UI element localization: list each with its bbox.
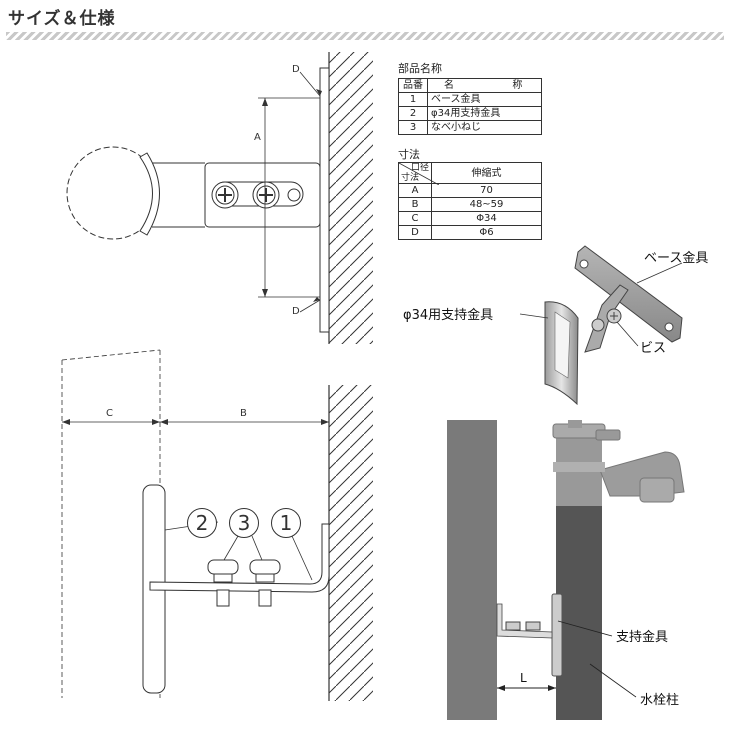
parts-col-name-2: 称 — [512, 80, 523, 91]
parts-table-caption: 部品名称 — [398, 62, 442, 75]
label-faucet-post: 水栓柱 — [640, 693, 680, 708]
dims-col-header: 伸縮式 — [431, 162, 542, 184]
label-support-bracket: φ34用支持金具 — [403, 308, 494, 323]
callout-3: 3 — [229, 508, 259, 538]
dim-label-d-top: D — [292, 64, 300, 75]
callout-1: 1 — [271, 508, 301, 538]
dim-label-b: B — [240, 408, 247, 419]
label-base-bracket: ベース金具 — [644, 251, 709, 266]
title-divider — [6, 32, 724, 40]
page-title: サイズ＆仕様 — [8, 9, 116, 29]
dim-label-l: L — [520, 671, 527, 685]
bracket-isometric — [519, 245, 683, 406]
dim-label-a: A — [254, 132, 261, 143]
front-view-drawing — [66, 52, 373, 344]
installation-illustration — [447, 420, 685, 720]
dim-label-d-bottom: D — [292, 306, 300, 317]
dims-table-caption: 寸法 — [398, 148, 420, 161]
dims-corner: 口径 寸法 — [398, 162, 439, 185]
callout-2: 2 — [187, 508, 217, 538]
parts-col-no: 品番 — [398, 78, 428, 93]
dim-label-c: C — [106, 408, 113, 419]
label-support-bracket-install: 支持金具 — [616, 630, 669, 645]
parts-col-name-1: 名 — [444, 80, 454, 91]
label-screw: ビス — [640, 341, 667, 356]
side-view-drawing — [61, 349, 373, 701]
